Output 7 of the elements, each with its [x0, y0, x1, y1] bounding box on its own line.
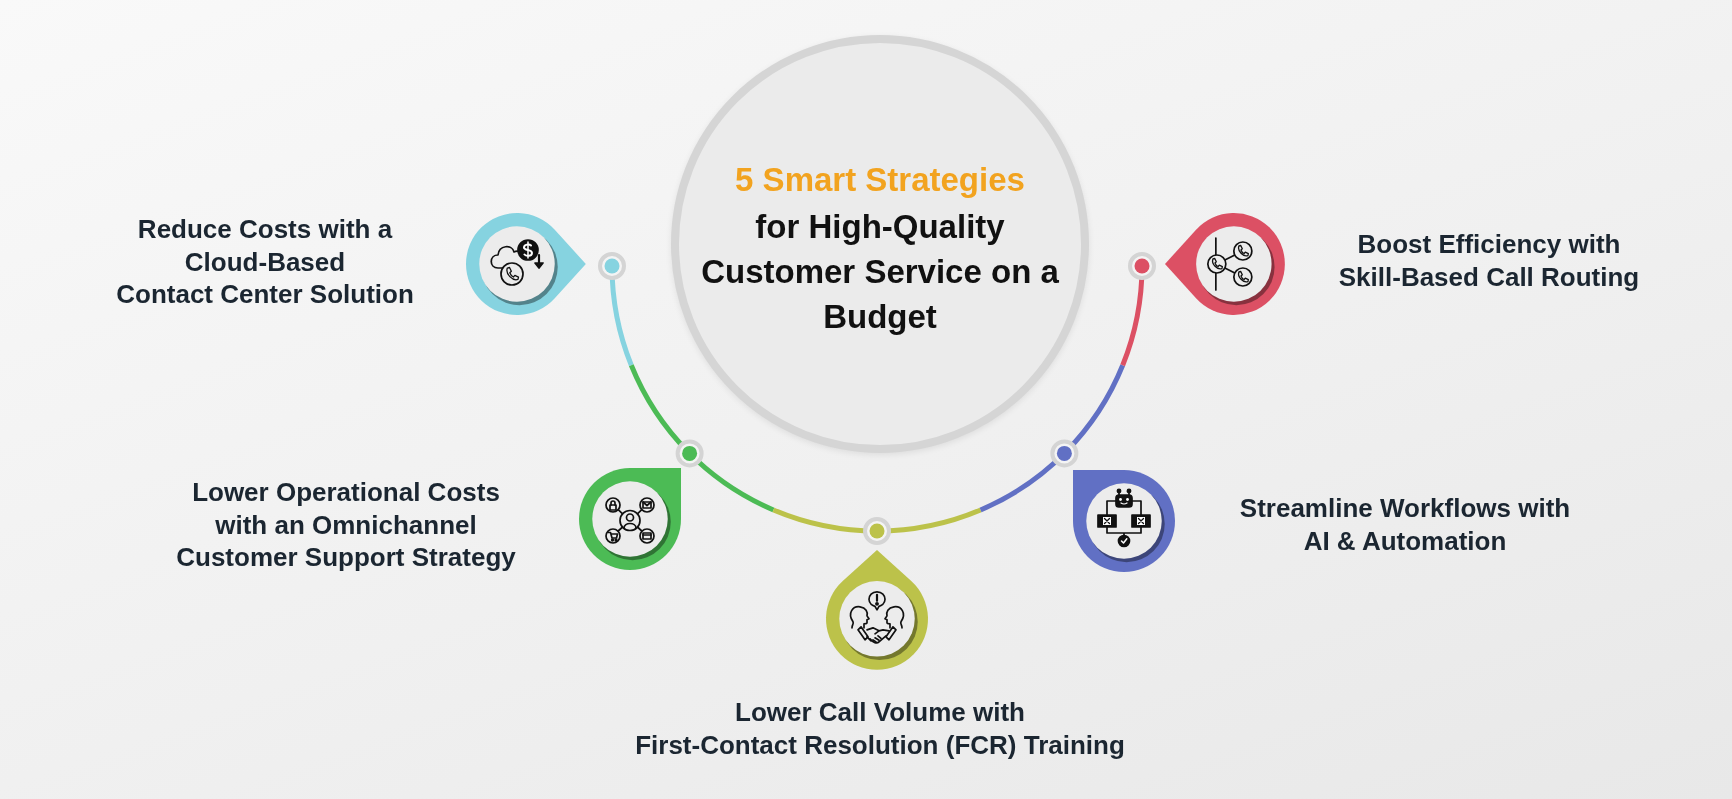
strategy-text: Streamline Workflows with AI & Automation	[1239, 492, 1571, 557]
strategy-text: Reduce Costs with a Cloud-Based Contact Center Solution	[116, 213, 414, 311]
strategy-text: Lower Call Volume with First-Contact Resolution (FCR) Training	[635, 696, 1125, 761]
strategy-text: Boost Efficiency with Skill-Based Call Routing	[1338, 228, 1640, 293]
subtitle-text: for High-Quality Customer Service on a Budget	[701, 206, 1059, 337]
heading-text: 5 Smart Strategies	[735, 159, 1025, 200]
strategy-text: Lower Operational Costs with an Omnichannel Customer Support Strategy	[176, 476, 516, 574]
